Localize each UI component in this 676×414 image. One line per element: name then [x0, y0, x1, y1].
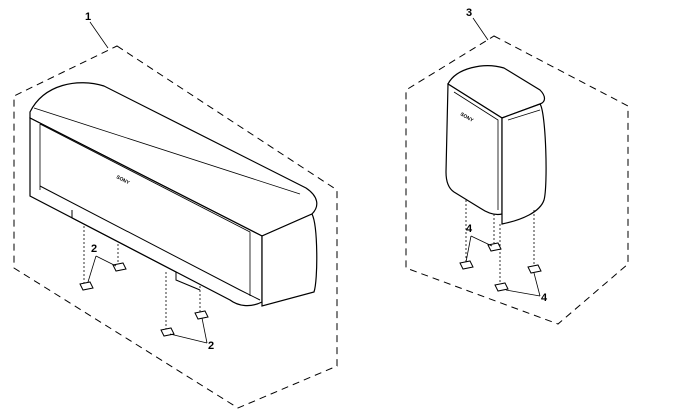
surround-speaker-top [447, 65, 546, 119]
foot-pad [112, 262, 127, 272]
surround-speaker-boundary [405, 35, 629, 325]
surround-speaker: SONY [445, 65, 547, 225]
surround-speaker-feet [459, 242, 542, 292]
foot-pad [494, 282, 509, 292]
center-speaker: SONY [29, 82, 318, 307]
center-front-inset [39, 123, 251, 296]
leader-2a [87, 255, 97, 283]
leader-2d [201, 317, 208, 344]
leader-4d [533, 272, 541, 297]
center-speaker-group: 1 SONY 2 [13, 11, 338, 409]
surround-side-inset [507, 109, 541, 121]
foot-pad [79, 281, 94, 291]
callout-4-lower: 4 [541, 292, 548, 304]
foot-pad [487, 242, 502, 252]
callout-1: 1 [85, 11, 91, 23]
leader-1 [89, 21, 109, 49]
callout-3: 3 [466, 7, 472, 19]
leader-3 [472, 17, 489, 41]
leader-2b [95, 255, 117, 267]
leader-4a [465, 235, 472, 263]
center-speaker-base [39, 185, 261, 301]
center-top-edge [33, 107, 301, 195]
foot-pad [194, 310, 209, 320]
surround-speaker-front [445, 82, 503, 216]
foot-pad [459, 260, 474, 270]
center-speaker-boundary [13, 45, 338, 409]
surround-speaker-group: 3 SONY 4 [405, 7, 629, 325]
surround-front-inset [453, 91, 499, 210]
leader-2c [169, 333, 208, 344]
center-speaker-end [261, 213, 318, 307]
callout-2-upper: 2 [91, 243, 97, 255]
surround-speaker-side [501, 103, 547, 225]
leader-4c [505, 289, 541, 297]
foot-pad [527, 264, 542, 274]
callout-2-lower: 2 [208, 340, 214, 352]
center-speaker-top [29, 82, 318, 237]
callout-4-upper: 4 [466, 223, 473, 235]
leader-4b [470, 235, 493, 247]
